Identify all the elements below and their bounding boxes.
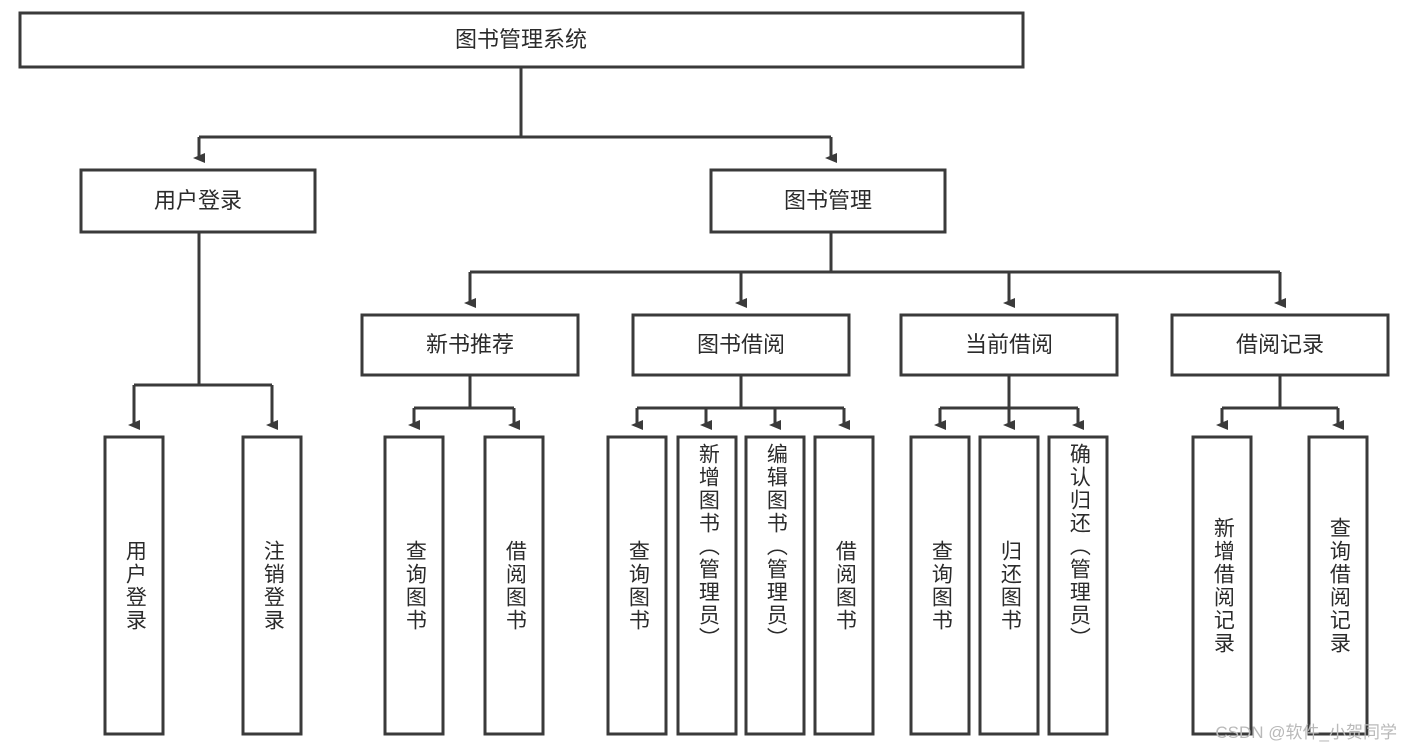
node-book-borrow-label: 图书借阅 (697, 332, 785, 357)
node-leaf-logout[interactable] (241, 435, 303, 736)
node-leaf-confirm-return[interactable] (1047, 435, 1109, 736)
node-leaf-add-record[interactable] (1191, 435, 1253, 736)
node-leaf-edit-book[interactable] (744, 435, 806, 736)
node-new-book-rec-label: 新书推荐 (426, 332, 514, 357)
connector-newbookrec-to-leaves (408, 375, 520, 430)
node-leaf-query-book-2[interactable] (606, 435, 668, 736)
node-leaf-borrow-book-1[interactable] (483, 435, 545, 736)
node-leaf-borrow-book-2[interactable] (813, 435, 875, 736)
node-book-manage-label: 图书管理 (784, 188, 872, 213)
node-current-borrow[interactable]: 当前借阅 (899, 313, 1119, 377)
connector-root-to-level1 (193, 67, 837, 163)
node-root[interactable]: 图书管理系统 (18, 11, 1025, 69)
node-borrow-record-label: 借阅记录 (1236, 332, 1324, 357)
node-leaf-user-login[interactable] (103, 435, 165, 736)
node-book-manage[interactable]: 图书管理 (709, 168, 947, 234)
node-borrow-record[interactable]: 借阅记录 (1170, 313, 1390, 377)
node-leaf-add-book[interactable] (676, 435, 738, 736)
node-leaf-return-book[interactable] (978, 435, 1040, 736)
node-user-login-label: 用户登录 (154, 188, 242, 213)
node-user-login[interactable]: 用户登录 (79, 168, 317, 234)
connector-borrowrecord-to-leaves (1216, 375, 1344, 430)
connector-bookmanage-to-level2 (464, 232, 1286, 308)
node-book-borrow[interactable]: 图书借阅 (631, 313, 851, 377)
node-leaf-query-book-3[interactable] (909, 435, 971, 736)
connector-currentborrow-to-leaves (934, 375, 1084, 430)
node-root-label: 图书管理系统 (455, 27, 587, 52)
node-new-book-rec[interactable]: 新书推荐 (360, 313, 580, 377)
node-current-borrow-label: 当前借阅 (965, 332, 1053, 357)
node-leaf-query-record[interactable] (1307, 435, 1369, 736)
node-leaf-query-book-1[interactable] (383, 435, 445, 736)
connector-userlogin-to-leaves (128, 232, 278, 430)
csdn-watermark: CSDN @软件_小贺同学 (1215, 723, 1397, 742)
connector-bookborrow-to-leaves (631, 375, 850, 430)
